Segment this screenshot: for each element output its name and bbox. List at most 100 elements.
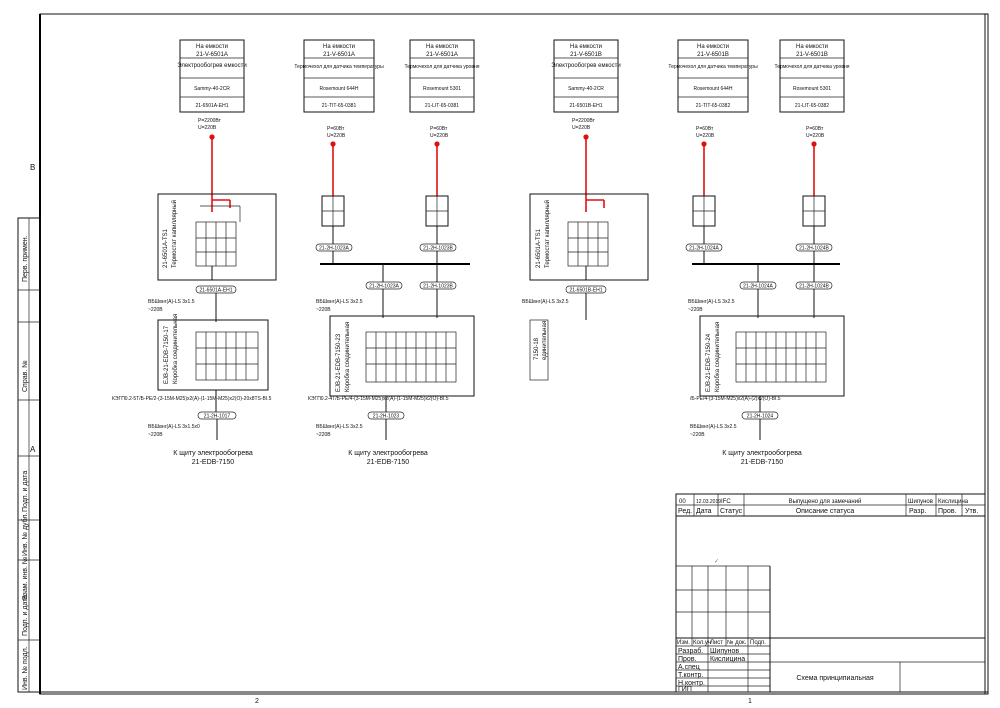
bus-tag: 21-2H-1024B bbox=[799, 284, 829, 290]
thermostat-box bbox=[529, 193, 649, 281]
col-header: № док. bbox=[727, 639, 747, 646]
side-label: Подп. и дата bbox=[22, 595, 29, 636]
developer: Шипунов bbox=[908, 499, 933, 505]
jbox-tag: EJB-21-EDB-7150-17 bbox=[164, 325, 170, 384]
voltage-label: U=220В bbox=[572, 125, 591, 131]
cable-label: /Б-РЕ/4-(3-15М-М25)х2(А)-(2)х2(О)-BI.5 bbox=[690, 396, 781, 402]
side-label: Перв. примен. bbox=[22, 235, 29, 282]
header-line: На емкости bbox=[796, 44, 828, 50]
power-label: P=2200Вт bbox=[198, 118, 222, 124]
zone-label: 2 bbox=[255, 698, 259, 705]
thermostat-tag: 21-6501A-TS1 bbox=[163, 228, 169, 268]
col-header: Изм. bbox=[677, 640, 690, 646]
header-status: Статус bbox=[720, 508, 743, 515]
header-line: Термочехол для датчика температуры bbox=[294, 64, 384, 70]
header-line: 21-6501A-EH1 bbox=[195, 103, 228, 109]
cable-label: ВБШвнг(А)-LS 3x1.5 bbox=[148, 299, 195, 305]
header-line: 21-V-6501A bbox=[323, 52, 355, 58]
header-line: 21-TIT-65-0381 bbox=[322, 103, 357, 109]
role: Н.контр. bbox=[678, 680, 705, 687]
role-name: Кислицина bbox=[710, 656, 745, 663]
sensor-tag: 21-2H-1024B bbox=[799, 246, 829, 252]
bus-tag: 21-2H-1023A bbox=[369, 284, 399, 290]
thermostat-name: Термостат капиллярный bbox=[171, 200, 178, 268]
issued-text: Выпущено для замечаний bbox=[789, 498, 862, 505]
header-dev: Разр. bbox=[909, 508, 926, 515]
sensor-tag: 21-2H-1023A bbox=[319, 246, 349, 252]
role: Разраб. bbox=[678, 647, 703, 655]
power-label: P=60Вт bbox=[806, 126, 824, 132]
side-label: Инв. № дубл. bbox=[21, 513, 29, 556]
col-header: Кол.уч bbox=[693, 640, 711, 646]
header-line: Rosemount 644H bbox=[320, 86, 359, 92]
cable-voltage: ~220В bbox=[148, 432, 163, 438]
side-label: Справ. № bbox=[22, 360, 29, 392]
header-line: Электрообогрев емкости bbox=[177, 63, 246, 69]
sensor-tag: 21-2H-1023B bbox=[423, 246, 453, 252]
cable-label: ВБШвнг(А)-LS 3x2.5 bbox=[316, 299, 363, 305]
header-line: Sammy-40-2CR bbox=[568, 86, 604, 92]
voltage-label: U=220В bbox=[430, 133, 449, 139]
row-label: A bbox=[30, 445, 36, 454]
header-line: Термочехол для датчика уровня bbox=[775, 64, 850, 70]
side-label: Взам. инв. № bbox=[22, 557, 29, 600]
cable-label: ВБШвнг(А)-LS 3x2.5 bbox=[522, 299, 569, 305]
voltage-label: U=220В bbox=[696, 133, 715, 139]
col-header: Лист bbox=[710, 640, 723, 646]
cable-voltage: ~220В bbox=[316, 307, 331, 313]
role-name: Шипунов bbox=[710, 648, 739, 655]
header-line: На емкости bbox=[570, 44, 602, 50]
header-line: Электрообогрев емкости bbox=[551, 63, 620, 69]
header-line: 21-V-6501B bbox=[697, 52, 729, 58]
power-label: P=2200Вт bbox=[572, 118, 596, 124]
cable-voltage: ~220В bbox=[148, 307, 163, 313]
jbox-name: Коробка соединительная bbox=[715, 322, 721, 392]
header-line: На емкости bbox=[323, 44, 355, 50]
jbox-name: Коробка соединительная bbox=[345, 322, 351, 392]
header-line: 21-V-6501B bbox=[796, 52, 828, 58]
voltage-label: U=220В bbox=[806, 133, 825, 139]
checker: Кислицина bbox=[938, 499, 969, 505]
header-desc: Описание статуса bbox=[796, 508, 855, 515]
destination-tag: 21-EDB-7150 bbox=[741, 459, 784, 466]
header-chk: Пров. bbox=[938, 508, 957, 515]
cable-label: КЭГП0.2-4Т/Б-РЕ/4-(3-15М-М25)х2(А)-(1-15… bbox=[308, 396, 449, 402]
header-line: На емкости bbox=[697, 44, 729, 50]
side-label: Инв. № подл. bbox=[22, 646, 29, 690]
destination: К щиту электрообогрева bbox=[722, 449, 802, 457]
cable-voltage: ~220В bbox=[316, 432, 331, 438]
role: Пров. bbox=[678, 656, 697, 663]
role: ГИП bbox=[678, 686, 692, 693]
column-heater-b: На емкости 21-V-6501B Электрообогрев емк… bbox=[522, 39, 649, 381]
output-tag: 21-2H-1017 bbox=[204, 414, 231, 420]
column-heater-a: На емкости 21-V-6501A Электрообогрев емк… bbox=[112, 39, 277, 466]
date-value: 12.03.2019 bbox=[696, 499, 721, 505]
heater-tag: 21-6501A-EH1 bbox=[199, 288, 232, 294]
destination: К щиту электрообогрева bbox=[348, 449, 428, 457]
rev-value: 00 bbox=[679, 499, 686, 505]
destination-tag: 21-EDB-7150 bbox=[367, 459, 410, 466]
cable-label: ВБШвнг(А)-LS 3x2.5 bbox=[688, 299, 735, 305]
jbox-tag: 7150-18 bbox=[534, 337, 540, 360]
header-line: Термочехол для датчика температуры bbox=[668, 64, 758, 70]
cable-voltage: ~220В bbox=[690, 432, 705, 438]
row-label: B bbox=[30, 163, 35, 172]
bus-tag: 21-2H-1024A bbox=[743, 284, 773, 290]
header-line: Термочехол для датчика уровня bbox=[405, 64, 480, 70]
bus-tag: 21-2H-1023B bbox=[423, 284, 453, 290]
header-appr: Утв. bbox=[965, 508, 978, 515]
sensor-tag: 21-2H-1024A bbox=[689, 246, 719, 252]
cable-label: ВБШвнг(А)-LS 3x2.5 bbox=[316, 424, 363, 430]
cable-label: ВБШвнг(А)-LS 3x2.5 bbox=[690, 424, 737, 430]
voltage-label: U=220В bbox=[327, 133, 346, 139]
column-sensor-pair-a: На емкости 21-V-6501A Термочехол для дат… bbox=[294, 39, 480, 466]
header-date: Дата bbox=[696, 508, 712, 515]
header-line: На емкости bbox=[426, 44, 458, 50]
status-value: IFC bbox=[721, 499, 731, 505]
header-line: 21-LIT-65-0381 bbox=[425, 103, 459, 109]
side-label: Подп. и дата bbox=[22, 471, 29, 512]
junction-box bbox=[699, 315, 845, 397]
header-line: Sammy-40-2CR bbox=[194, 86, 230, 92]
thermostat-tag: 21-6501A-TS1 bbox=[536, 228, 542, 268]
